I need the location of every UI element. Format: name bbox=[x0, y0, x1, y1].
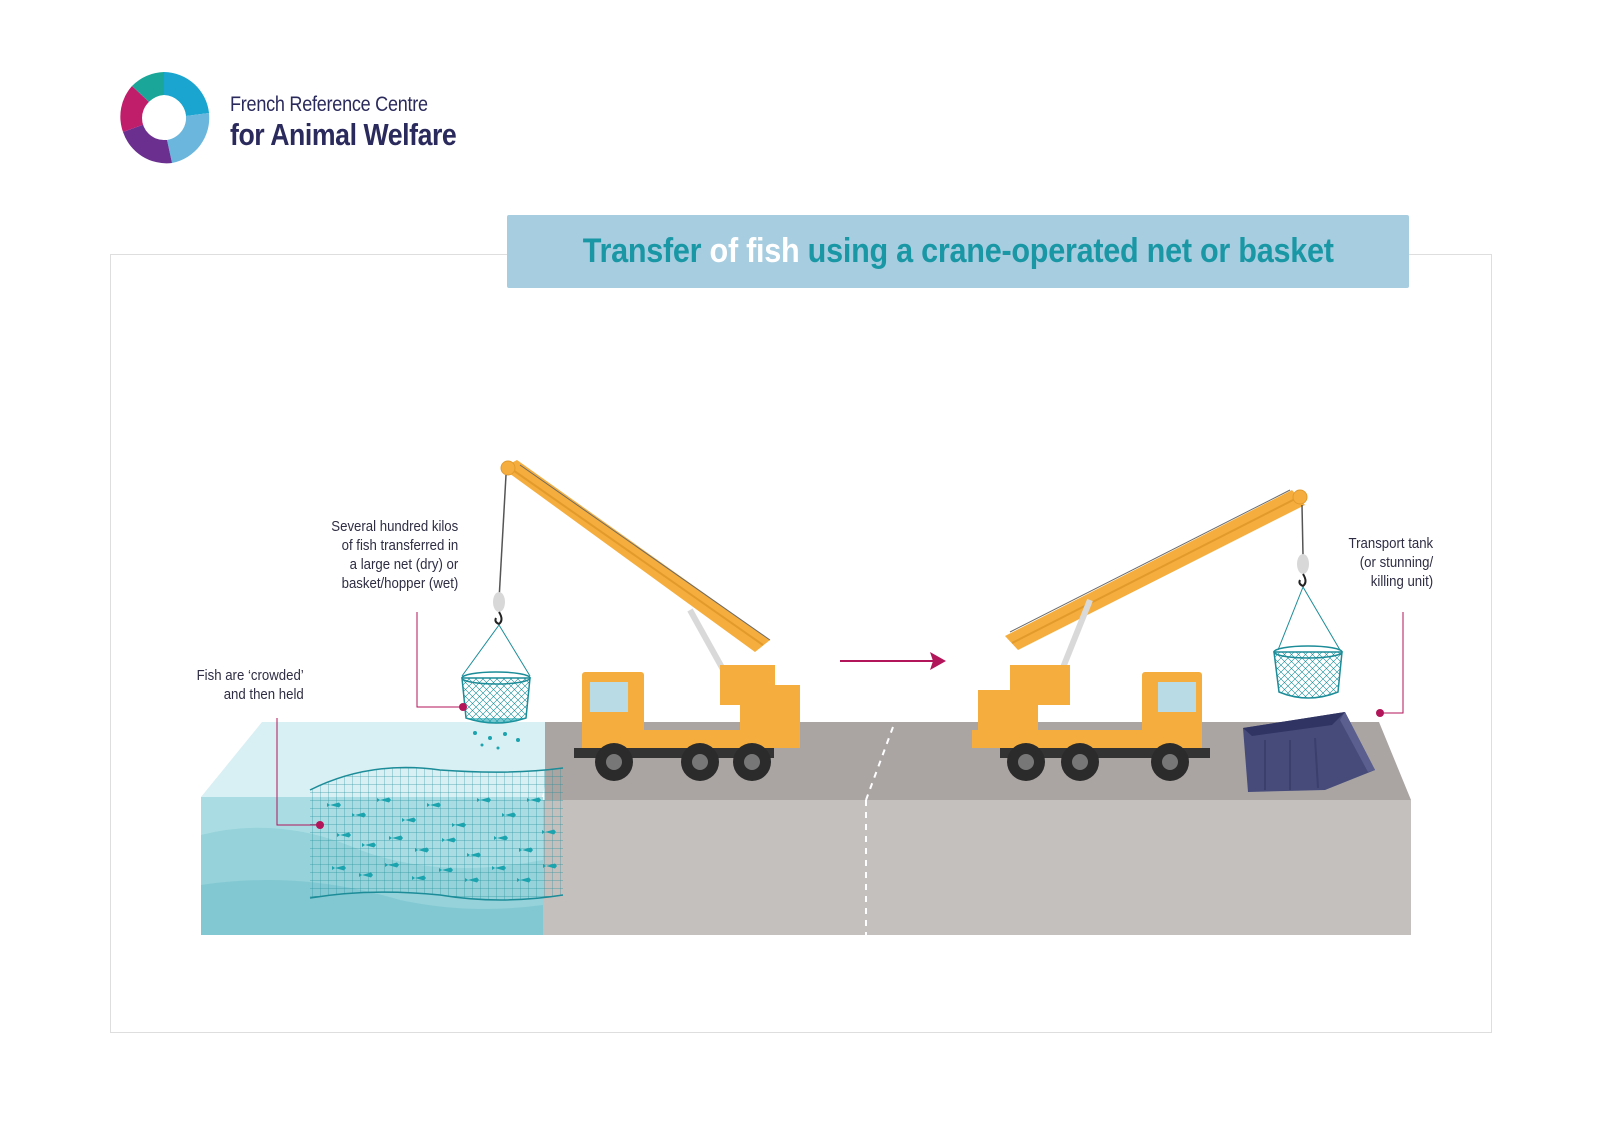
title-part1: Transfer bbox=[582, 232, 710, 270]
leader-dots bbox=[316, 703, 1384, 829]
logo-text: French Reference Centre for Animal Welfa… bbox=[230, 92, 493, 152]
crane-truck-icon bbox=[972, 489, 1309, 781]
crane-truck-icon bbox=[493, 460, 800, 781]
label-line: Transport tank bbox=[1348, 535, 1433, 552]
title-part3: using a crane-operated net or basket bbox=[799, 232, 1334, 270]
logo-name-line2: for Animal Welfare bbox=[230, 117, 457, 152]
title-part2: of fish bbox=[709, 232, 800, 270]
label-line: and then held bbox=[223, 686, 304, 703]
label-fish-crowded: Fish are ‘crowded’ and then held bbox=[197, 666, 304, 704]
label-line: basket/hopper (wet) bbox=[341, 575, 458, 592]
label-transport-tank: Transport tank (or stunning/ killing uni… bbox=[1348, 534, 1433, 591]
logo-swirl-icon bbox=[120, 72, 210, 164]
net-basket-icon bbox=[1273, 586, 1343, 699]
label-fish-transfer: Several hundred kilos of fish transferre… bbox=[331, 517, 458, 593]
label-line: Several hundred kilos bbox=[331, 518, 458, 535]
leader-lines bbox=[276, 612, 1404, 826]
title-banner: Transfer of fish using a crane-operated … bbox=[507, 215, 1409, 288]
label-line: (or stunning/ bbox=[1359, 554, 1433, 571]
diagram-title: Transfer of fish using a crane-operated … bbox=[583, 232, 1334, 271]
label-line: killing unit) bbox=[1370, 573, 1433, 590]
label-line: of fish transferred in bbox=[341, 537, 458, 554]
transport-tank-icon bbox=[1243, 712, 1375, 792]
label-line: Fish are ‘crowded’ bbox=[196, 667, 304, 684]
label-line: a large net (dry) or bbox=[349, 556, 458, 573]
logo-name-line1: French Reference Centre bbox=[230, 93, 428, 116]
fish-cage-icon bbox=[309, 766, 564, 901]
arrow-right-icon bbox=[840, 652, 946, 670]
net-basket-icon bbox=[461, 624, 531, 750]
